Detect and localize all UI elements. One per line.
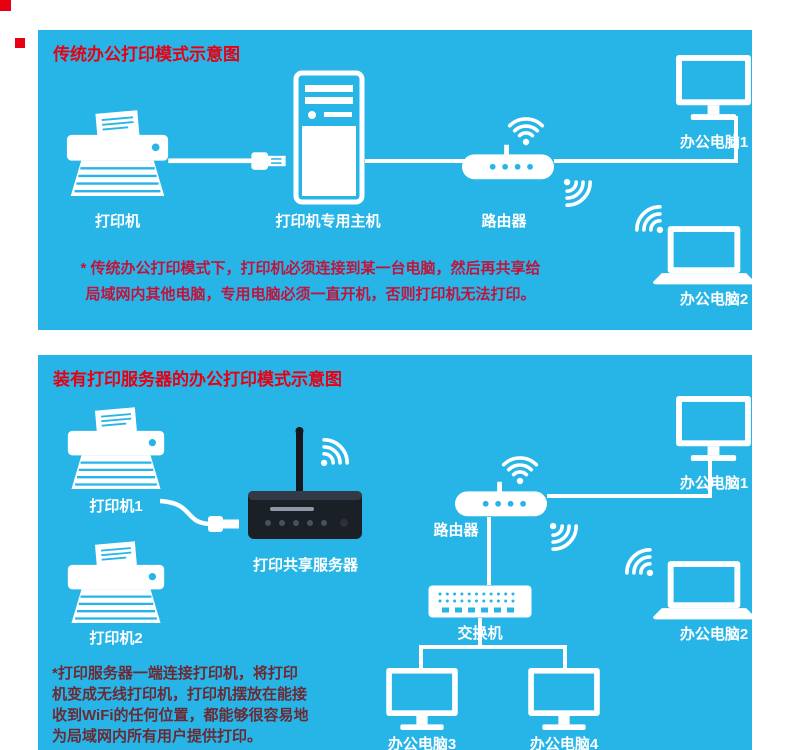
usb-cable-icon xyxy=(168,147,288,174)
router-label: 路由器 xyxy=(481,213,527,230)
wifi-signal-icon xyxy=(550,165,604,219)
printer-label: 打印机 xyxy=(94,213,140,230)
pc2-label: 办公电脑2 xyxy=(679,291,749,308)
pc2-label: 办公电脑2 xyxy=(679,626,749,643)
cable-host-router xyxy=(365,159,465,163)
panel2-note-line4: 为局域网内所有用户提供打印。 xyxy=(52,728,263,745)
printer-icon xyxy=(66,407,166,491)
pc1-label: 办公电脑1 xyxy=(679,475,749,492)
panel1-note-line1: * 传统办公打印模式下，打印机必须连接到某一台电脑，然后再共享给 xyxy=(80,260,541,277)
tower-icon xyxy=(293,70,365,205)
printer-icon xyxy=(65,110,170,198)
panel-print-server-mode: 装有打印服务器的办公打印模式示意图 打印机1 打印机2 打印共享服务器 路由器 … xyxy=(38,355,752,750)
cable-router-pc1-horizontal xyxy=(554,159,738,163)
printer-icon xyxy=(66,541,166,625)
pc1-label: 办公电脑1 xyxy=(679,134,749,151)
panel2-note-line2: 机变成无线打印机，打印机摆放在能接 xyxy=(52,686,308,703)
panel2-note-line3: 收到WiFi的任何位置，都能够很容易地 xyxy=(52,707,309,724)
wifi-signal-icon xyxy=(536,509,590,563)
cable-switch-pc3 xyxy=(419,645,423,671)
pc4-label: 办公电脑4 xyxy=(529,736,599,750)
panel1-title: 传统办公打印模式示意图 xyxy=(53,45,240,64)
panel-traditional-mode: 传统办公打印模式示意图 打印机 打印机专用主机 路由器 办公电脑1 办公电脑2 … xyxy=(38,30,752,330)
monitor-icon xyxy=(675,395,752,462)
panel1-note: * 传统办公打印模式下，打印机必须连接到某一台电脑，然后再共享给 局域网内其他电… xyxy=(38,256,583,308)
cable-router-pc1-vertical xyxy=(734,116,738,163)
wifi-signal-icon xyxy=(500,449,540,485)
laptop-icon xyxy=(653,226,755,285)
printer2-label: 打印机2 xyxy=(89,630,143,647)
panel1-note-line2: 局域网内其他电脑，专用电脑必须一直开机，否则打印机无法打印。 xyxy=(85,286,536,303)
host-label: 打印机专用主机 xyxy=(275,213,381,230)
cable-router-pc1-vertical xyxy=(708,459,712,498)
printer1-label: 打印机1 xyxy=(89,498,143,515)
network-switch-icon xyxy=(428,585,532,618)
red-corner-marker xyxy=(0,0,11,11)
monitor-icon xyxy=(385,667,459,731)
laptop-icon xyxy=(653,561,755,620)
panel2-note: *打印服务器一端连接打印机，将打印 机变成无线打印机，打印机摆放在能接 收到Wi… xyxy=(52,663,392,747)
cable-switch-horizontal xyxy=(419,645,567,649)
usb-cable-icon xyxy=(158,497,258,535)
pc3-label: 办公电脑3 xyxy=(387,736,457,750)
cable-switch-pc4 xyxy=(563,645,567,671)
router-icon xyxy=(462,144,554,180)
cable-router-pc1-horizontal xyxy=(547,494,712,498)
panel2-note-line1: *打印服务器一端连接打印机，将打印 xyxy=(52,665,298,682)
red-bullet-marker xyxy=(15,38,25,48)
wifi-signal-icon xyxy=(506,110,546,146)
router-icon xyxy=(455,481,547,517)
panel2-title: 装有打印服务器的办公打印模式示意图 xyxy=(53,370,342,389)
print-server-label: 打印共享服务器 xyxy=(252,557,358,574)
router-label: 路由器 xyxy=(433,522,479,539)
cable-router-switch xyxy=(487,517,491,585)
monitor-icon xyxy=(675,54,752,121)
cable-switch-stem xyxy=(478,618,482,649)
monitor-icon xyxy=(527,667,601,731)
